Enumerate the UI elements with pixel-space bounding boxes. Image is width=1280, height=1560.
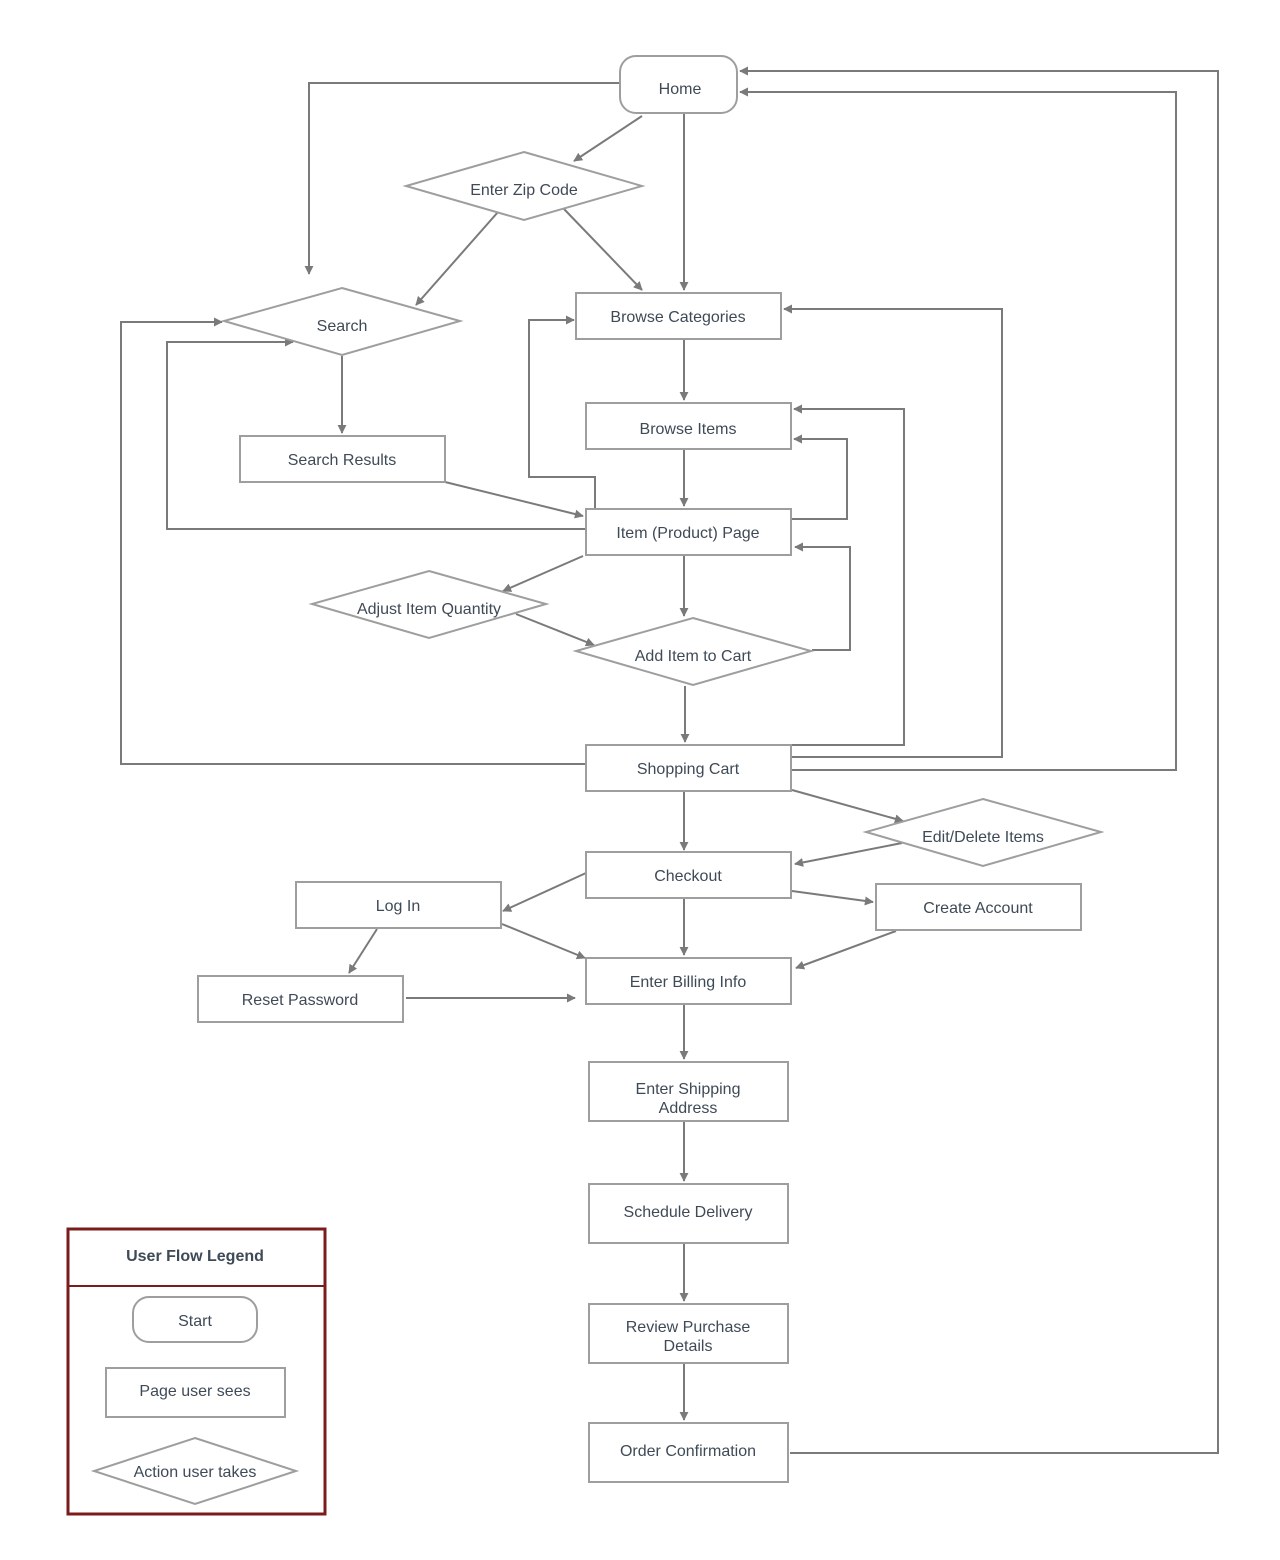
edge-create-billing [795, 930, 897, 970]
edge-zip-browse-categories [563, 208, 643, 291]
node-schedule-delivery-label: Schedule Delivery [624, 1204, 753, 1221]
node-order-confirmation: Order Confirmation [588, 1422, 789, 1483]
node-item-page: Item (Product) Page [585, 508, 792, 556]
node-create-account-label: Create Account [923, 900, 1033, 917]
node-schedule-delivery: Schedule Delivery [588, 1183, 789, 1244]
node-log-in: Log In [295, 881, 502, 929]
legend-title: User Flow Legend [126, 1248, 264, 1265]
edge-checkout-login [502, 872, 587, 912]
node-create-account: Create Account [875, 883, 1082, 931]
node-search-results: Search Results [239, 435, 446, 483]
node-enter-billing-info: Enter Billing Info [585, 957, 792, 1005]
legend-action: Action user takes [90, 1436, 300, 1506]
edge-itempage-adjust [502, 555, 584, 592]
edge-confirmation-home [739, 66, 1219, 1454]
node-checkout-label: Checkout [654, 868, 722, 885]
node-browse-items-label: Browse Items [640, 421, 737, 438]
nodes: Home Enter Zip Code Search Browse Catego… [197, 55, 1105, 1483]
edge-itempage-categories [528, 315, 596, 509]
node-enter-zip-code: Enter Zip Code [402, 150, 646, 222]
node-enter-shipping-address-label-line1: Enter Shipping [636, 1081, 741, 1098]
edge-cart-categories [783, 304, 1003, 758]
node-reset-password: Reset Password [197, 975, 404, 1023]
edge-results-itempage [444, 481, 584, 519]
node-enter-billing-info-label: Enter Billing Info [630, 974, 747, 991]
edges [120, 66, 1219, 1454]
edge-zip-search [415, 211, 499, 306]
node-search: Search [220, 286, 464, 357]
node-browse-categories: Browse Categories [575, 292, 782, 340]
node-order-confirmation-label: Order Confirmation [620, 1443, 756, 1460]
node-home-label: Home [659, 81, 702, 98]
node-edit-delete-items: Edit/Delete Items [862, 797, 1105, 868]
node-adjust-item-quantity-label: Adjust Item Quantity [357, 601, 501, 618]
node-review-purchase-details-label-line1: Review Purchase [626, 1319, 751, 1336]
edge-checkout-create [791, 890, 874, 906]
edge-home-zip [573, 115, 643, 162]
node-review-purchase-details-label-line2: Details [664, 1338, 713, 1355]
legend-start: Start [132, 1296, 258, 1343]
legend-action-label: Action user takes [134, 1464, 257, 1481]
node-add-item-to-cart-label: Add Item to Cart [635, 648, 752, 665]
node-log-in-label: Log In [376, 898, 420, 915]
node-enter-shipping-address-label-line2: Address [659, 1100, 718, 1117]
legend-page: Page user sees [105, 1367, 286, 1418]
edge-adjust-add [515, 613, 595, 647]
node-item-page-label: Item (Product) Page [616, 525, 759, 542]
edge-edit-checkout [794, 842, 903, 867]
edge-cart-search [120, 317, 586, 765]
edge-add-itempage [794, 542, 851, 651]
node-search-results-label: Search Results [288, 452, 397, 469]
node-enter-zip-code-label: Enter Zip Code [470, 182, 578, 199]
node-browse-items: Browse Items [585, 402, 792, 450]
node-review-purchase-details: Review Purchase Details [588, 1303, 789, 1364]
edge-login-billing [501, 923, 586, 960]
legend: User Flow Legend Start Page user sees Ac… [66, 1227, 327, 1516]
node-home: Home [619, 55, 738, 114]
edge-itempage-search [166, 337, 586, 530]
legend-start-label: Start [178, 1313, 212, 1330]
edge-itempage-items [792, 434, 848, 520]
node-shopping-cart-label: Shopping Cart [637, 761, 740, 778]
edge-login-reset [348, 928, 378, 974]
node-reset-password-label: Reset Password [242, 992, 359, 1009]
node-shopping-cart: Shopping Cart [585, 744, 792, 792]
legend-page-label: Page user sees [139, 1383, 250, 1400]
node-add-item-to-cart: Add Item to Cart [572, 616, 815, 687]
edge-cart-home [739, 87, 1177, 771]
node-browse-categories-label: Browse Categories [610, 309, 745, 326]
edge-cart-items [792, 404, 905, 746]
node-enter-shipping-address: Enter Shipping Address [588, 1061, 789, 1122]
node-search-label: Search [317, 318, 368, 335]
edge-cart-edit [791, 789, 904, 824]
node-checkout: Checkout [585, 851, 792, 899]
node-adjust-item-quantity: Adjust Item Quantity [308, 569, 550, 640]
edge-home-search [304, 82, 620, 275]
node-edit-delete-items-label: Edit/Delete Items [922, 829, 1044, 846]
